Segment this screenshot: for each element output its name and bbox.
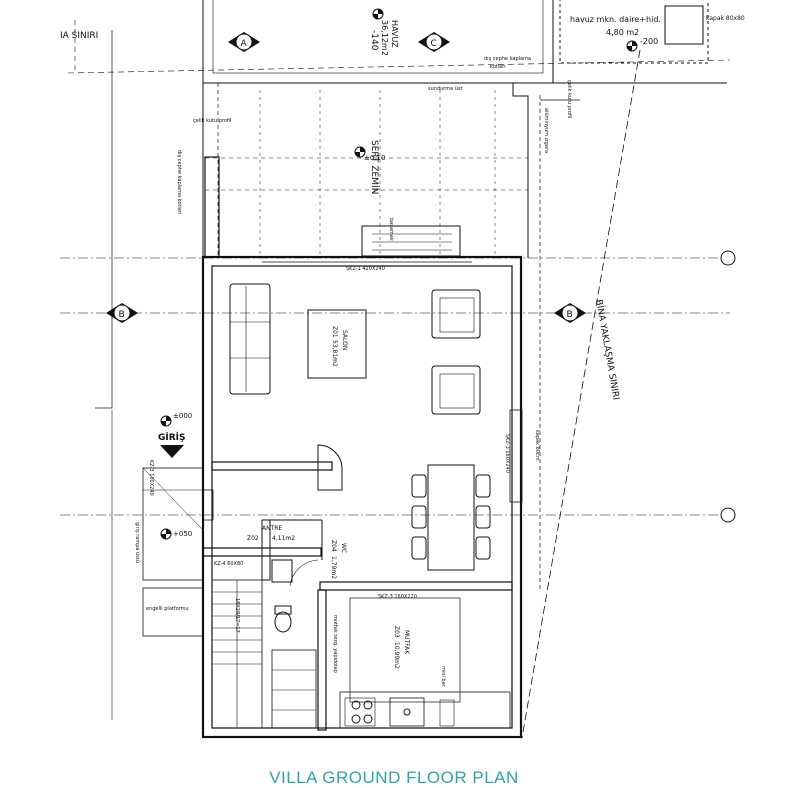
pool-room-line2: 4,80 m2	[606, 28, 639, 37]
sunshade-label: sundurma üst	[428, 86, 463, 92]
entrance-level-upper: ±000	[173, 412, 192, 420]
wc-code: Z04	[330, 540, 337, 552]
entry-steps	[361, 225, 461, 257]
antre-code: Z02	[247, 535, 259, 542]
dining-table	[427, 464, 475, 571]
level-marker-ramp	[160, 528, 172, 540]
kitchen-code: Z03	[393, 626, 400, 638]
axis-marker-right: B	[554, 303, 586, 323]
wall-note-left: dış cephe kaplama kotları	[176, 150, 182, 214]
antre-name: ANTRE	[262, 525, 282, 532]
entrance-level-lower: +050	[173, 530, 192, 538]
edge-profile-left: çelik kutu profil	[193, 118, 231, 124]
salon-code: Z01	[331, 326, 338, 338]
axis-marker-a: A	[228, 32, 260, 52]
toilet-icon	[274, 611, 292, 633]
facade-note-2: kotları	[490, 64, 506, 70]
window-top-label: SKZ-1 420X240	[346, 266, 385, 272]
axis-marker-c: C	[418, 32, 450, 52]
svg-text:B: B	[567, 310, 573, 320]
kitchen-counter	[339, 691, 511, 729]
salon-area: 53,81m2	[331, 340, 338, 367]
building-boundary-line	[521, 49, 641, 739]
kitchen-area: 10,99m2	[393, 642, 400, 669]
building-inner-wall	[211, 265, 513, 729]
lift-note: engelli platformu	[146, 606, 189, 612]
level-marker-pool	[372, 8, 384, 20]
pool-room-level: -200	[640, 37, 658, 46]
window-side-note: kapak 80cm	[534, 430, 540, 461]
sink-icon	[389, 697, 425, 727]
facade-return	[512, 83, 529, 108]
hatch-box	[664, 5, 704, 45]
pool-outline	[202, 0, 554, 84]
entrance-ramp	[142, 467, 204, 581]
side-window	[509, 409, 523, 503]
hard-ground-label: SERT ZEMİN	[369, 140, 380, 194]
wc-area: 1,79m2	[330, 556, 337, 579]
stair-run-label: 18X28/17=17	[234, 598, 240, 633]
level-marker-pool-room	[626, 40, 638, 52]
svg-text:B: B	[119, 310, 125, 320]
pool-room-outline	[559, 0, 709, 64]
kitchen-name: MUTFAK	[403, 630, 410, 655]
svg-text:C: C	[431, 39, 437, 49]
armchair-1	[431, 289, 481, 339]
grid-bubble-2	[720, 507, 736, 523]
building-outer-wall	[201, 255, 523, 739]
window-side-label: SKZ-3 160X240	[504, 434, 510, 473]
plan-caption: VILLA GROUND FLOOR PLAN	[269, 768, 519, 787]
lift-platform	[142, 587, 204, 637]
entrance-arrow-icon	[160, 445, 184, 458]
edge-profile-right: çelik kutu profil	[566, 80, 572, 118]
steel-profile-left	[204, 156, 220, 258]
axis-marker-left: B	[106, 303, 138, 323]
kitchen-wall	[319, 581, 513, 591]
building-line-label: BİNA YAKLAŞMA SINIRI	[593, 299, 622, 401]
pool-room-line1: havuz mkn. daire+hid.	[570, 15, 661, 24]
mini-bar-label: mini bar	[440, 666, 446, 688]
facade-note-1: dış cephe kaplama	[484, 56, 531, 62]
curved-wall	[317, 444, 343, 491]
salon-name: SALON	[341, 330, 348, 350]
window-kitchen-label: SKZ-3 160X220	[378, 594, 417, 600]
pool-area: 36,12m2	[380, 20, 389, 56]
level-marker-entrance	[160, 415, 172, 427]
entrance-label: GİRİŞ	[158, 432, 186, 443]
hatch-label: kapak 80x80	[706, 15, 745, 22]
window-left-low: KZ-3 100X240	[148, 460, 154, 496]
pool-axis-line	[67, 59, 731, 74]
hard-ground-level: ±0.10	[364, 154, 385, 162]
ramp-note: giriş rampa üstü	[134, 522, 140, 563]
level-marker-terrace	[354, 146, 366, 158]
stairs-note: basamak	[388, 218, 394, 241]
antre-area: 4,11m2	[272, 535, 295, 542]
wc-cabinet	[271, 559, 293, 583]
coffee-table	[307, 309, 367, 379]
window-wc-label: KZ-4 60X80	[214, 561, 243, 567]
grid-bubble-1	[720, 250, 736, 266]
wall-note-right: alüminyum ızgara	[543, 108, 549, 153]
boundary-left-label: IA SINIRI	[60, 31, 98, 41]
sofa	[229, 283, 271, 395]
pool-name: HAVUZ	[390, 20, 399, 48]
svg-text:A: A	[241, 39, 248, 49]
armchair-2	[431, 365, 481, 415]
pool-inner	[212, 0, 544, 74]
wc-name: WC	[340, 543, 347, 553]
partition-wall	[211, 461, 333, 471]
kitchen-island	[349, 597, 461, 703]
pool-level: -140	[369, 30, 379, 51]
cupboard-note: mutfak tezg. yapıdolap	[332, 615, 338, 673]
